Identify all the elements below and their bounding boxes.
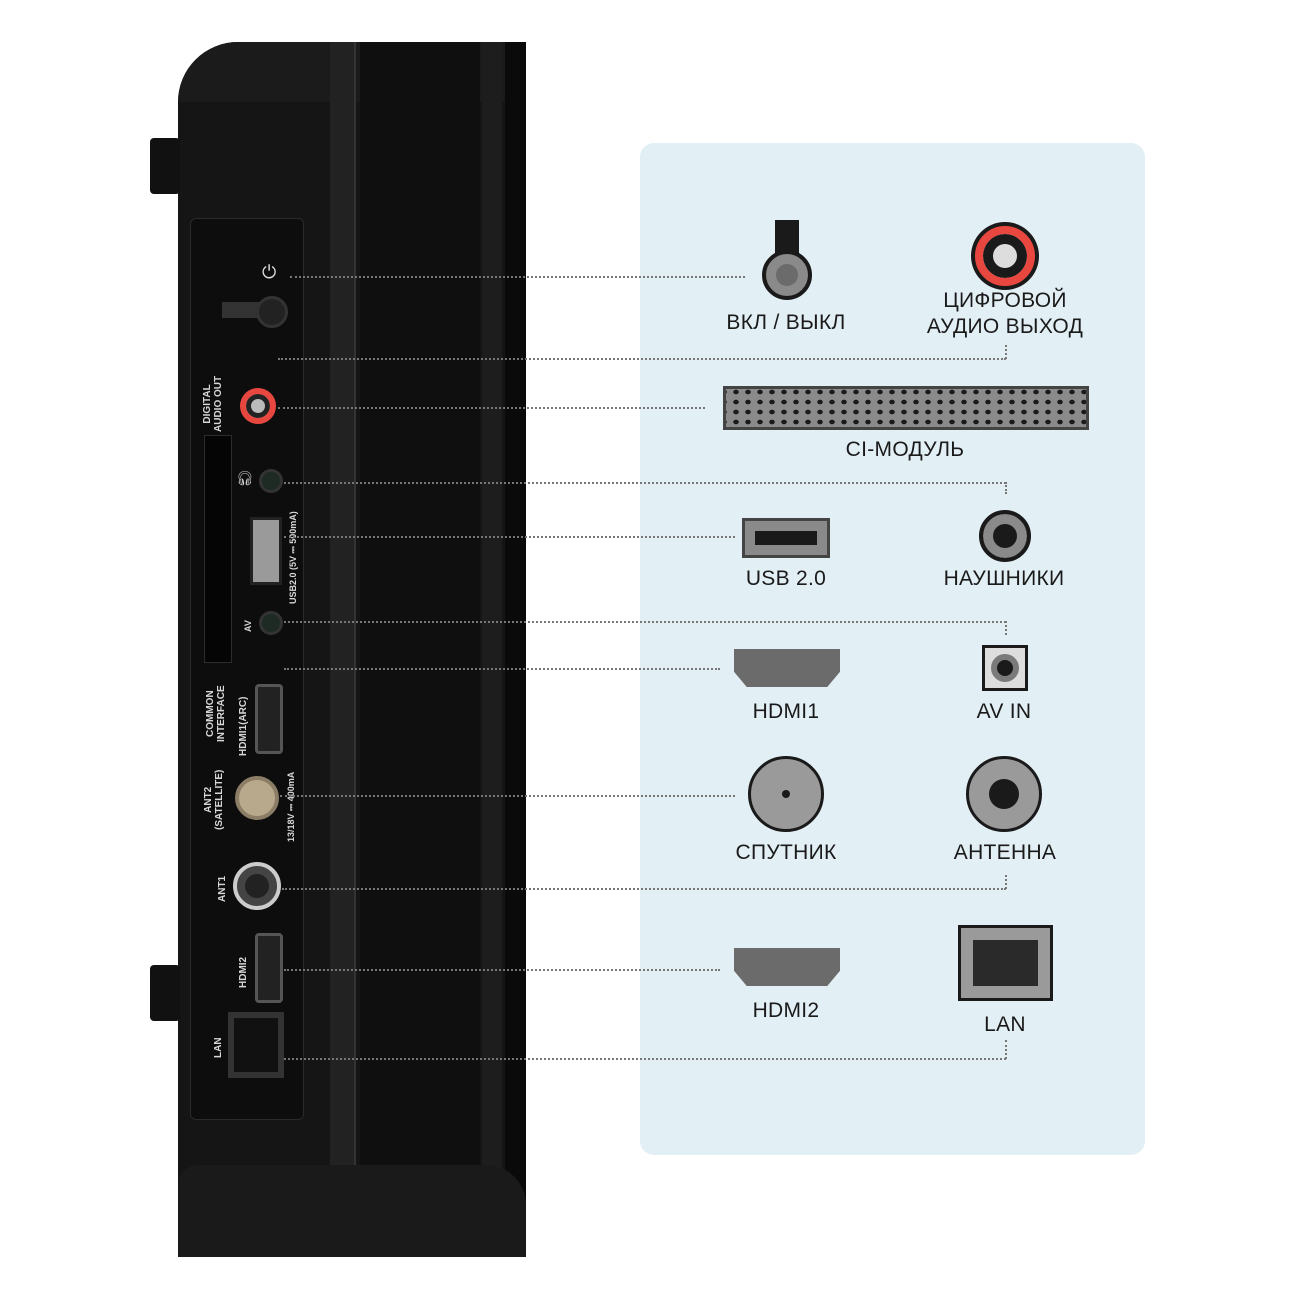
connector-line [1005,1040,1007,1059]
usb-port [250,517,282,585]
antenna-icon [966,756,1042,832]
hdmi1-icon [734,649,840,687]
lan-port [228,1012,284,1078]
av-in-icon [982,645,1028,691]
connector-line [284,536,735,538]
hdmi2-label: HDMI2 [238,956,249,988]
satellite-port [235,776,279,820]
connector-line [284,668,720,670]
connector-line [284,969,720,971]
headphones-label: НАУШНИКИ [943,567,1065,590]
satellite-icon [748,756,824,832]
lan-icon [958,925,1053,1001]
lan-label: LAN [984,1013,1026,1036]
headphones-jack-icon [979,510,1031,562]
connector-line [284,621,1006,623]
tv-mount-bottom [150,965,180,1021]
connector-line [290,276,745,278]
connector-line [1005,482,1007,494]
connector-line [1005,345,1007,359]
av-port [259,611,283,635]
ant2-label: ANT2(SATELLITE) [203,769,225,830]
power-jack-icon [762,250,812,300]
connector-line [282,888,1006,890]
hdmi2-icon [734,948,840,986]
ant2-rating-label: 13/18V ⎓ 400mA [286,771,296,842]
usb-label: USB2.0 (5V ⎓ 500mA) [288,511,298,604]
tv-bezel [505,42,526,1257]
tv-bezel [482,42,502,1257]
connector-line [278,358,1006,360]
connector-line [284,482,1006,484]
av-in-label: AV IN [976,700,1032,723]
connector-line [280,795,735,797]
tv-bezel [360,42,480,1257]
ant1-label: ANT1 [217,875,228,902]
satellite-label: СПУТНИК [735,841,837,864]
digital-audio-icon [975,226,1035,286]
antenna-label: АНТЕННА [953,841,1057,864]
connector-line [1005,621,1007,635]
connector-line [278,407,705,409]
av-label: AV [243,620,253,632]
hdmi1-label: HDMI1(ARC) [238,696,249,756]
connector-line [284,1058,1006,1060]
usb-icon [742,518,830,558]
power-label: ВКЛ / ВЫКЛ [726,311,846,334]
hdmi2-port [255,933,283,1003]
headphones-icon: 🎧︎ [236,470,254,486]
lan-label: LAN [213,1037,224,1058]
power-button[interactable] [256,296,288,328]
headphone-port [259,469,283,493]
connector-line [1005,875,1007,889]
tv-mount-top [150,138,180,194]
usb-label: USB 2.0 [745,567,827,590]
ci-module-icon [723,386,1089,430]
legend-panel [640,143,1145,1155]
power-symbol-icon: ⏻ [262,262,277,282]
hdmi1-port [255,684,283,754]
hdmi1-label: HDMI1 [752,700,820,723]
digital-audio-port [240,388,276,424]
ci-slot [204,435,232,663]
hdmi2-label: HDMI2 [752,999,820,1022]
antenna-port [233,862,281,910]
tv-bezel [330,42,356,1172]
ci-module-label: CI-МОДУЛЬ [845,438,965,461]
tv-foot [178,1165,526,1257]
